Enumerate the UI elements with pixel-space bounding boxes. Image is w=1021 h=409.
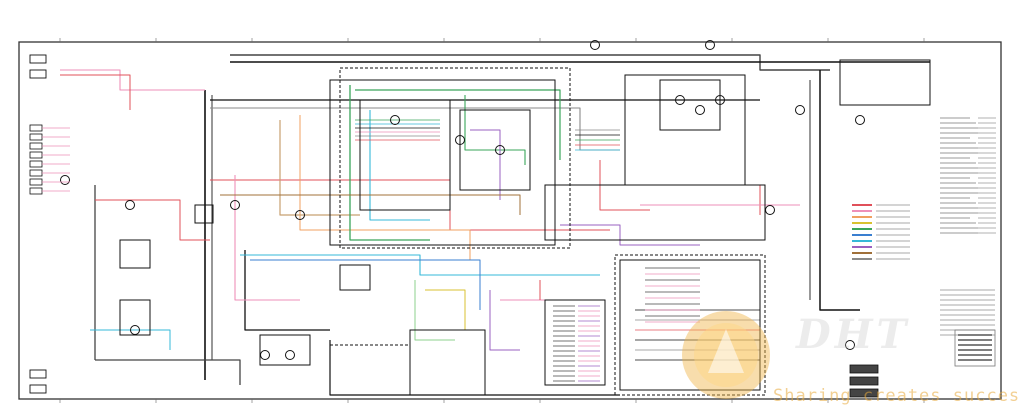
relay-block xyxy=(659,79,721,131)
wire-pink-1 xyxy=(60,69,205,91)
switch-box-a xyxy=(259,334,311,366)
edge-connector-right xyxy=(849,364,879,374)
component-symbol-icon xyxy=(295,210,305,220)
component-symbol-icon xyxy=(845,340,855,350)
component-symbol-icon xyxy=(260,350,270,360)
relay-small-a xyxy=(339,264,371,291)
wire-purple-3 xyxy=(489,290,520,351)
wire-purple-2 xyxy=(560,224,700,246)
ecm-box xyxy=(359,99,451,211)
edge-connector xyxy=(29,384,47,394)
wire-bottom-run xyxy=(329,340,620,396)
edge-connector xyxy=(29,54,47,64)
wire-cyan-1 xyxy=(369,110,430,221)
wire-cyan-3 xyxy=(90,329,171,350)
relay-panel-box xyxy=(459,109,531,191)
edge-connector xyxy=(29,69,47,79)
wire-green-1 xyxy=(349,85,430,241)
title-block xyxy=(954,329,996,367)
wire-bus-v1b xyxy=(95,359,241,385)
wire-brown-1 xyxy=(220,194,521,215)
component-symbol-icon xyxy=(765,205,775,215)
edge-connector-right xyxy=(849,376,879,386)
wire-bus-h2 xyxy=(210,107,620,151)
terminal-strip-box xyxy=(409,329,486,396)
wire-red-1 xyxy=(60,74,131,110)
component-symbol-icon xyxy=(125,200,135,210)
component-symbol-icon xyxy=(675,95,685,105)
component-symbol-icon xyxy=(695,105,705,115)
component-symbol-icon xyxy=(705,40,715,50)
component-symbol-icon xyxy=(60,175,70,185)
wire-lower-left xyxy=(244,250,330,331)
wire-blue-1 xyxy=(250,259,481,310)
wire-lgreen-1 xyxy=(414,280,455,341)
component-symbol-icon xyxy=(390,115,400,125)
drawing-frame xyxy=(18,38,1002,403)
wire-tan-1 xyxy=(279,120,360,216)
edge-connector xyxy=(29,133,43,141)
edge-connector xyxy=(29,160,43,168)
edge-connector xyxy=(29,178,43,186)
wire-pink-2 xyxy=(234,175,300,301)
harness-junction-box xyxy=(544,184,766,241)
component-symbol-icon xyxy=(455,135,465,145)
color-code-legend xyxy=(852,204,910,260)
ic-block xyxy=(544,299,606,386)
edge-connector xyxy=(29,187,43,195)
wire-red-5 xyxy=(599,160,650,211)
relay-small-b xyxy=(119,239,151,269)
edge-connector xyxy=(29,369,47,379)
sheet-border xyxy=(18,41,1002,400)
component-symbol-icon xyxy=(590,40,600,50)
component-symbol-icon xyxy=(855,115,865,125)
edge-connector xyxy=(29,124,43,132)
edge-connector xyxy=(29,169,43,177)
component-symbol-icon xyxy=(230,200,240,210)
fuse-small xyxy=(194,204,214,224)
edge-connector xyxy=(29,142,43,150)
wire-red-2 xyxy=(95,199,210,241)
component-symbol-icon xyxy=(715,95,725,105)
wire-yellow-1 xyxy=(425,289,466,330)
edge-connector-right xyxy=(849,388,879,398)
wire-green-2 xyxy=(355,89,561,160)
component-symbol-icon xyxy=(285,350,295,360)
edge-connector xyxy=(29,151,43,159)
controller-box xyxy=(614,254,766,396)
wire-purple-1 xyxy=(470,129,501,200)
wire-cyan-2 xyxy=(240,254,600,276)
wire-orange-1 xyxy=(299,115,471,260)
wire-red-3 xyxy=(210,179,610,231)
wire-right-trunk xyxy=(819,70,860,311)
module-box-main xyxy=(339,67,571,249)
controller-box-inner xyxy=(619,259,761,391)
fuse-relay-box xyxy=(624,74,746,186)
component-symbol-icon xyxy=(495,145,505,155)
component-symbol-icon xyxy=(795,105,805,115)
component-layer xyxy=(29,40,931,398)
component-symbol-icon xyxy=(130,325,140,335)
monitor-box xyxy=(839,59,931,106)
module-box-main-inner xyxy=(329,79,556,246)
notes-block xyxy=(940,117,996,367)
sensor-box-bottom xyxy=(329,344,411,396)
